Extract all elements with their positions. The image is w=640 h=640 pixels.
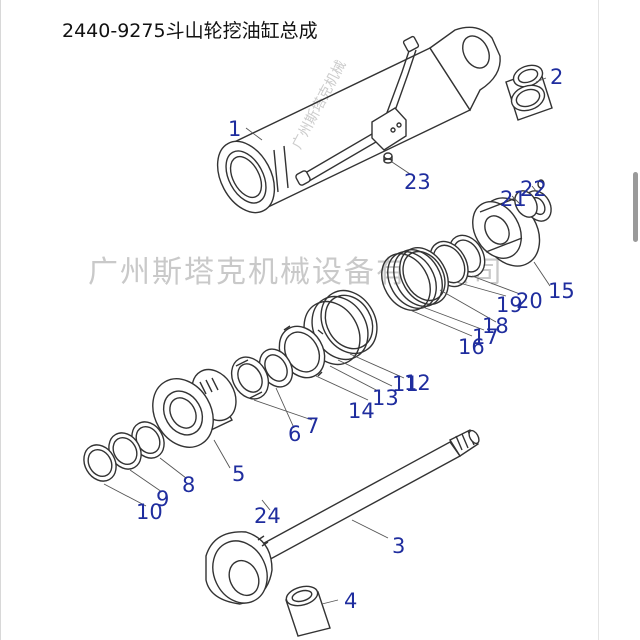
label-18: 18 [482,314,509,338]
nut-rings [514,179,552,222]
label-8: 8 [182,473,195,497]
scrollbar-thumb[interactable] [633,172,638,242]
diagram-title: 2440-9275斗山轮挖油缸总成 [62,20,318,42]
label-16: 16 [458,335,485,359]
piston-rod [205,429,480,605]
label-17: 17 [472,325,499,349]
watermark-small-text: 广州斯塔克机械 [289,58,349,152]
label-4: 4 [344,589,357,613]
label-1: 1 [228,117,241,141]
label-11: 11 [392,372,419,396]
bushing-bottom [285,585,331,637]
part-number-labels: 1 2 3 4 5 6 7 8 9 10 11 12 13 14 15 16 1… [136,65,575,613]
wiper-rings [83,421,165,482]
label-6: 6 [288,422,301,446]
page-left-border [0,0,1,640]
label-9: 9 [156,487,169,511]
rod-gland [152,368,237,448]
label-24: 24 [254,504,281,528]
gland-rings [230,348,294,400]
label-3: 3 [392,534,405,558]
label-5: 5 [232,462,245,486]
label-2: 2 [550,65,563,89]
piston-rings [381,234,486,311]
label-14: 14 [348,399,375,423]
label-22: 22 [520,177,547,201]
rod-seals [278,289,378,379]
bushing-top [505,64,553,121]
page-right-border [598,0,599,640]
label-7: 7 [306,414,319,438]
cylinder-tube [216,26,501,214]
leader-lines [103,77,551,605]
grease-nipple [383,152,393,164]
label-12: 12 [404,371,431,395]
label-15: 15 [548,279,575,303]
label-21: 21 [500,187,527,211]
label-20: 20 [516,289,543,313]
label-13: 13 [372,386,399,410]
label-23: 23 [404,170,431,194]
label-19: 19 [496,293,523,317]
label-10: 10 [136,500,163,524]
